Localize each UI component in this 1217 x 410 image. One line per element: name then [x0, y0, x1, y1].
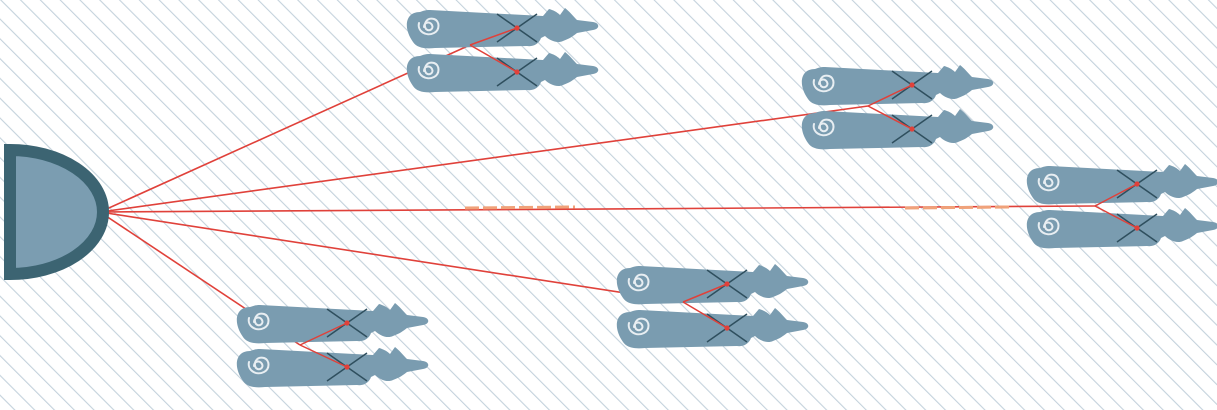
harness-point — [344, 364, 349, 369]
harness-point — [1134, 181, 1139, 186]
harness-point — [514, 69, 519, 74]
harness-point — [514, 25, 519, 30]
harness-point — [344, 320, 349, 325]
harness-point — [724, 281, 729, 286]
harness-point — [1134, 225, 1139, 230]
harness-point — [909, 82, 914, 87]
harness-point — [724, 325, 729, 330]
harness-point — [909, 126, 914, 131]
